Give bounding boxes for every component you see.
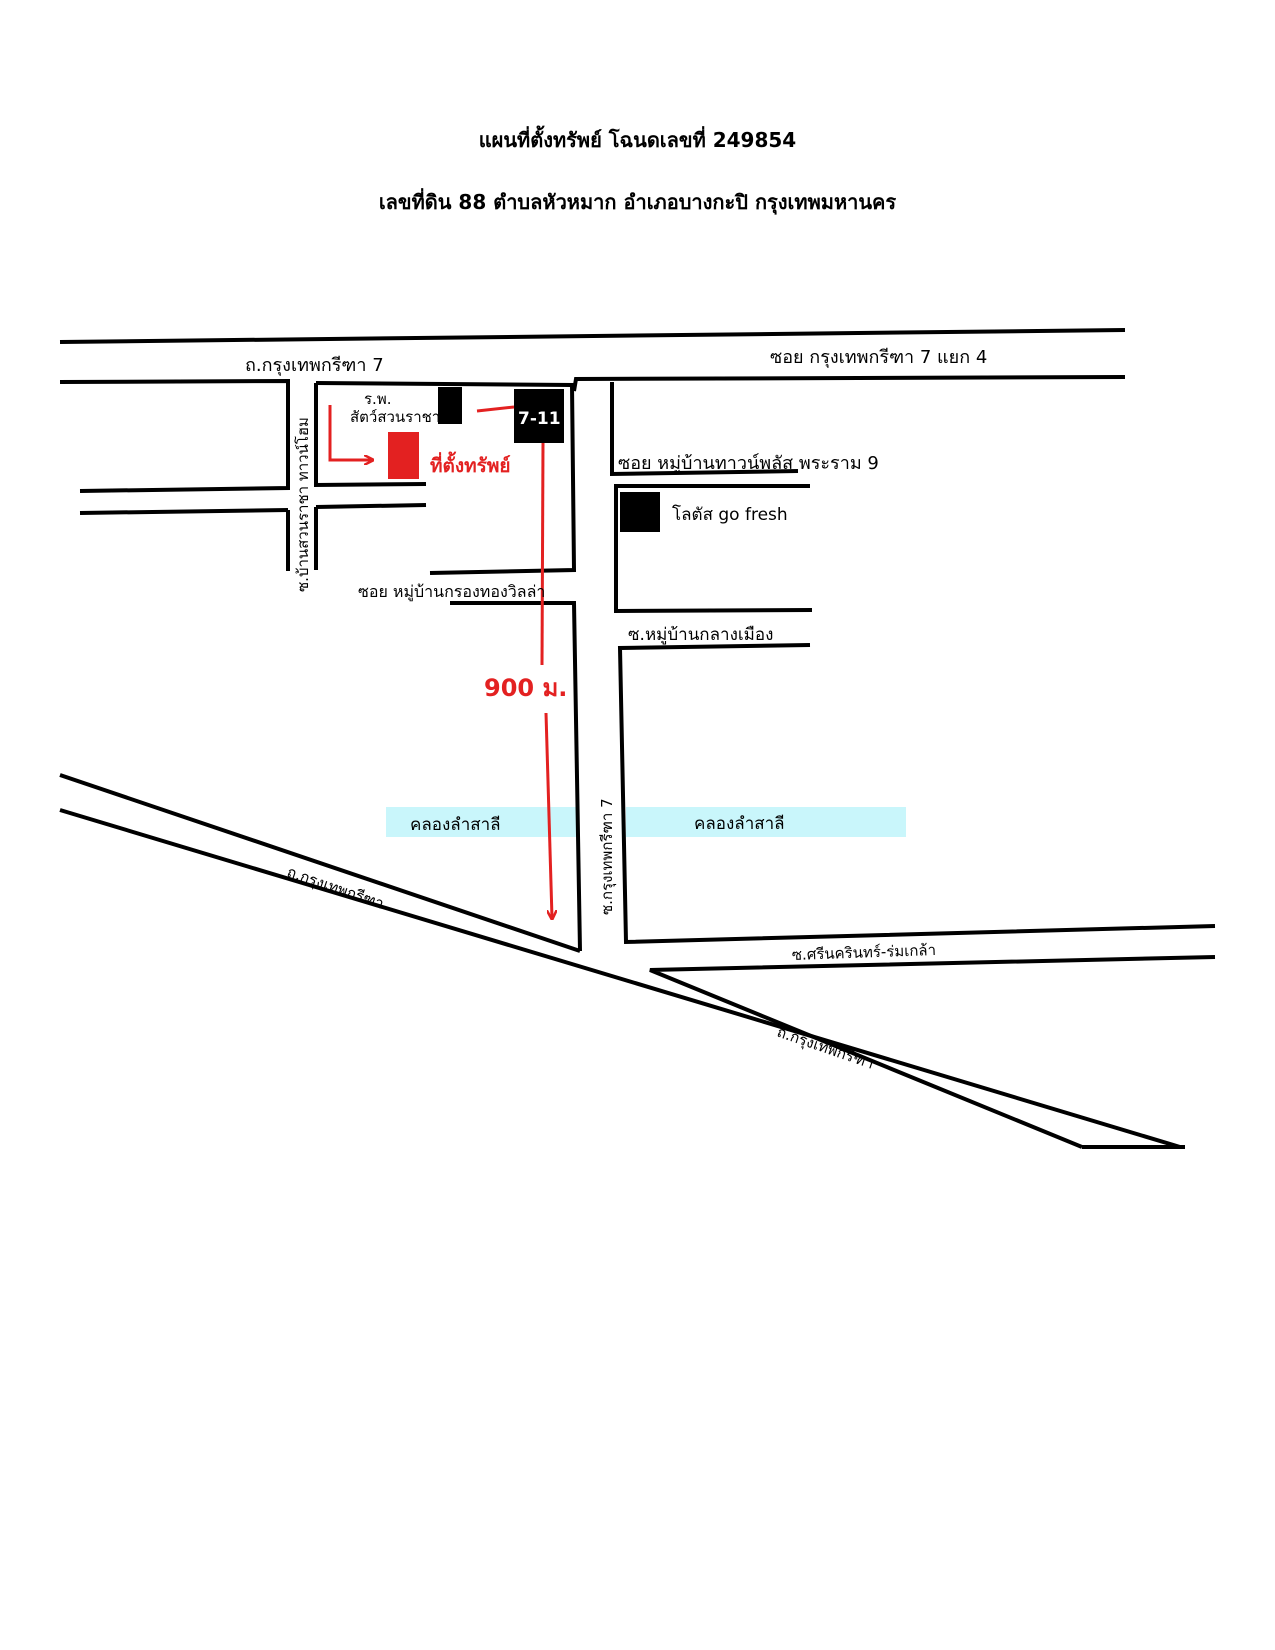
road-line <box>572 375 1126 392</box>
soi-srinakarin-label: ซ.ศรีนครินทร์-ร่มเกล้า <box>792 941 937 964</box>
vet-hospital-label-line2: สัตว์สวนราชา <box>350 408 440 426</box>
seven-eleven-label: 7-11 <box>518 409 561 429</box>
soi-ban-suan-label: ซ.บ้านสวนราชา ทาวน์โฮม <box>294 417 312 592</box>
property-label: ที่ตั้งทรัพย์ <box>430 451 511 477</box>
road-line <box>649 955 1216 1149</box>
road-line <box>314 383 427 488</box>
road-line <box>59 808 1181 1149</box>
road-label-top-right: ซอย กรุงเทพกรีฑา 7 แยก 4 <box>770 347 987 368</box>
route-to-property-arrow <box>328 405 372 460</box>
road-line <box>450 601 582 952</box>
main-road-label-left: ถ.กรุงเทพกรีฑา <box>284 863 386 914</box>
vet-hospital-label-line1: ร.พ. <box>364 390 391 408</box>
canal-left-label: คลองลำสาลี <box>410 815 501 835</box>
road-line <box>617 643 1216 945</box>
vet-hospital-marker <box>438 387 462 424</box>
soi-town-plus-label: ซอย หมู่บ้านทาวน์พลัส พระราม 9 <box>618 453 879 474</box>
property-marker <box>388 432 419 479</box>
canal-left <box>386 807 578 837</box>
soi-krong-thong-label: ซอย หมู่บ้านกรองทองวิลล่า <box>358 582 545 602</box>
main-road-label-right: ถ.กรุงเทพกรีฑา <box>774 1023 876 1074</box>
document-title: แผนที่ตั้งทรัพย์ โฉนดเลขที่ 249854 <box>478 128 797 152</box>
road-line <box>315 381 577 575</box>
route-connector <box>476 405 515 413</box>
road-line <box>79 508 289 515</box>
seven-eleven-marker <box>514 389 564 443</box>
distance-label: 900 ม. <box>484 674 567 702</box>
road-line <box>59 378 290 493</box>
route-distance-arrow <box>544 712 552 918</box>
canal-right <box>626 807 906 837</box>
road-label-top-left: ถ.กรุงเทพกรีฑา 7 <box>245 355 384 376</box>
road-line <box>610 444 799 477</box>
route-distance-line <box>540 442 545 666</box>
lotus-label: โลตัส go fresh <box>672 504 788 525</box>
canal-right-label: คลองลำสาลี <box>694 814 785 834</box>
road-line <box>315 503 427 509</box>
road-line <box>59 773 581 953</box>
soi-klang-mueang-label: ซ.หมู่บ้านกลางเมือง <box>628 625 773 645</box>
road-network <box>59 328 1216 1149</box>
soi-kt7-vertical-label: ซ.กรุงเทพกรีฑา 7 <box>598 798 617 915</box>
document-subtitle: เลขที่ดิน 88 ตำบลหัวหมาก อำเภอบางกะปิ กร… <box>378 190 897 214</box>
road-line <box>59 328 1126 344</box>
road-line <box>614 484 813 614</box>
route-lines <box>328 405 552 918</box>
lotus-marker <box>620 492 660 532</box>
